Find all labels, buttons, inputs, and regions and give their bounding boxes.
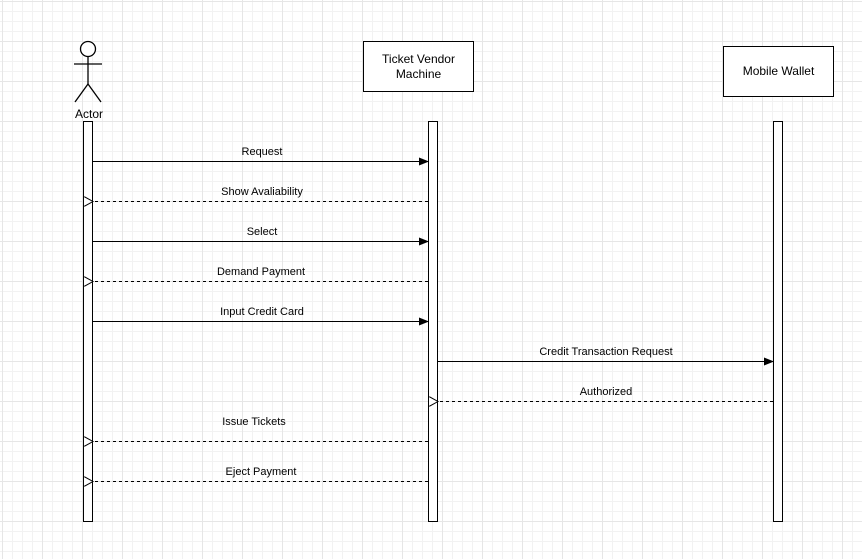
actor-icon[interactable] bbox=[70, 38, 108, 104]
message-label-eject-payment: Eject Payment bbox=[225, 466, 297, 478]
message-label-credit-transaction-request: Credit Transaction Request bbox=[539, 346, 673, 358]
wallet-participant-label: Mobile Wallet bbox=[742, 64, 815, 78]
message-label-select: Select bbox=[246, 226, 278, 238]
wallet-activation-bar[interactable] bbox=[773, 121, 783, 522]
message-label-request: Request bbox=[241, 146, 283, 158]
vendor-participant-label: Ticket Vendor Machine bbox=[382, 51, 455, 81]
actor-activation-bar[interactable] bbox=[83, 121, 93, 522]
message-label-demand-payment: Demand Payment bbox=[216, 266, 306, 278]
actor-label: Actor bbox=[74, 107, 104, 121]
message-label-issue-tickets: Issue Tickets bbox=[222, 416, 286, 428]
vendor-participant-box[interactable]: Ticket Vendor Machine bbox=[363, 41, 474, 92]
wallet-participant-box[interactable]: Mobile Wallet bbox=[723, 46, 834, 97]
message-label-show-availability: Show Avaliability bbox=[221, 186, 303, 198]
message-label-authorized: Authorized bbox=[579, 386, 633, 398]
message-label-input-credit-card: Input Credit Card bbox=[220, 306, 304, 318]
